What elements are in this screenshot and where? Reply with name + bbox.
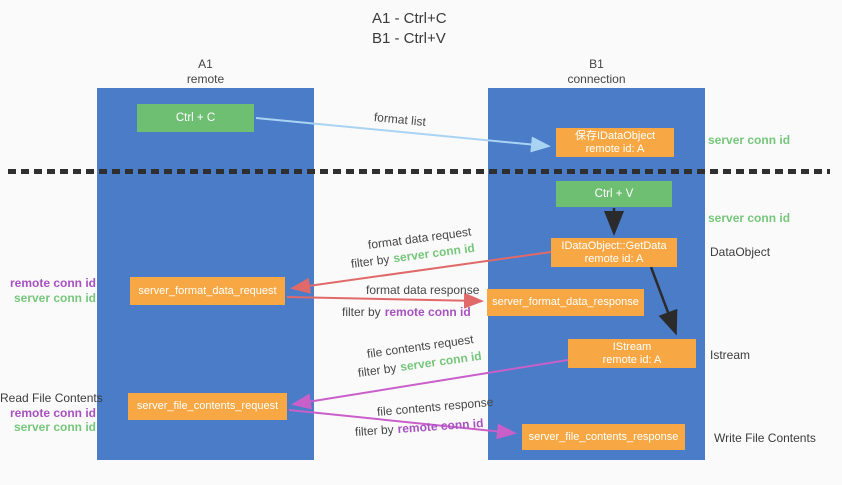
server-format-data-response-label: server_format_data_response <box>492 296 639 308</box>
save-idataobject-node: 保存IDataObject remote id: A <box>556 128 674 157</box>
istream-side-label: Istream <box>710 348 751 362</box>
filter-by-text: filter by <box>350 252 391 271</box>
filter-by-text: filter by <box>342 305 381 319</box>
lane-b1-name: B1 <box>589 57 604 71</box>
save-idataobject-line1: 保存IDataObject <box>574 129 656 142</box>
write-file-contents-label: Write File Contents <box>714 431 816 445</box>
format-data-response-arrow <box>286 292 484 309</box>
server-format-data-request-label: server_format_data_request <box>138 284 277 297</box>
format-data-response-label: format data response <box>366 283 480 297</box>
title-line-2: B1 - Ctrl+V <box>372 30 446 47</box>
server-file-contents-response-label: server_file_contents_response <box>528 430 679 443</box>
server-conn-id-right-top: server conn id <box>708 133 791 147</box>
file-contents-response-label: file contents response <box>376 394 494 419</box>
remote-conn-id-text: remote conn id <box>384 305 471 319</box>
server-file-contents-request-label: server_file_contents_request <box>136 400 279 412</box>
read-file-contents-label: Read File Contents <box>0 391 103 405</box>
server-format-data-request-node: server_format_data_request <box>130 277 285 305</box>
lane-a1-role: remote <box>186 72 225 86</box>
lane-header-a1: A1 remote <box>97 57 314 87</box>
left-conn-id-group-2: Read File Contents remote conn id server… <box>0 391 103 435</box>
getdata-line2: remote id: A <box>584 252 644 265</box>
server-conn-id-right-mid: server conn id <box>708 211 791 225</box>
remote-conn-id-left-1: remote conn id <box>9 276 96 290</box>
filter-by-text: filter by <box>354 422 395 439</box>
save-idataobject-line2: remote id: A <box>585 142 645 155</box>
getdata-line1: IDataObject::GetData <box>561 239 667 252</box>
title-line-1: A1 - Ctrl+C <box>372 10 447 27</box>
diagram-title: A1 - Ctrl+C B1 - Ctrl+V <box>372 9 447 49</box>
dataobject-label: DataObject <box>710 245 771 259</box>
lane-a1-name: A1 <box>198 57 213 71</box>
ctrl-c-node: Ctrl + C <box>137 104 254 132</box>
istream-line2: remote id: A <box>602 353 662 366</box>
format-list-label: format list <box>373 110 427 129</box>
filter-by-text: filter by <box>357 360 398 380</box>
lane-b1-role: connection <box>567 72 626 86</box>
left-conn-id-group-1: remote conn id server conn id <box>0 276 96 305</box>
istream-line1: IStream <box>612 340 652 353</box>
server-file-contents-response-node: server_file_contents_response <box>522 424 685 450</box>
ctrl-c-label: Ctrl + C <box>175 111 216 124</box>
server-conn-id-left-1: server conn id <box>13 290 96 305</box>
dotted-separator-line <box>8 169 830 174</box>
ctrl-v-node: Ctrl + V <box>556 181 672 207</box>
ctrl-v-label: Ctrl + V <box>594 187 634 200</box>
lane-header-b1: B1 connection <box>488 57 705 87</box>
server-file-contents-request-node: server_file_contents_request <box>128 393 287 420</box>
idataobject-getdata-node: IDataObject::GetData remote id: A <box>551 238 677 267</box>
server-format-data-response-node: server_format_data_response <box>487 289 644 316</box>
server-conn-id-left-2: server conn id <box>13 420 96 434</box>
istream-node: IStream remote id: A <box>568 339 696 368</box>
remote-conn-id-left-2: remote conn id <box>9 405 96 420</box>
remote-conn-id-text: remote conn id <box>397 416 484 437</box>
